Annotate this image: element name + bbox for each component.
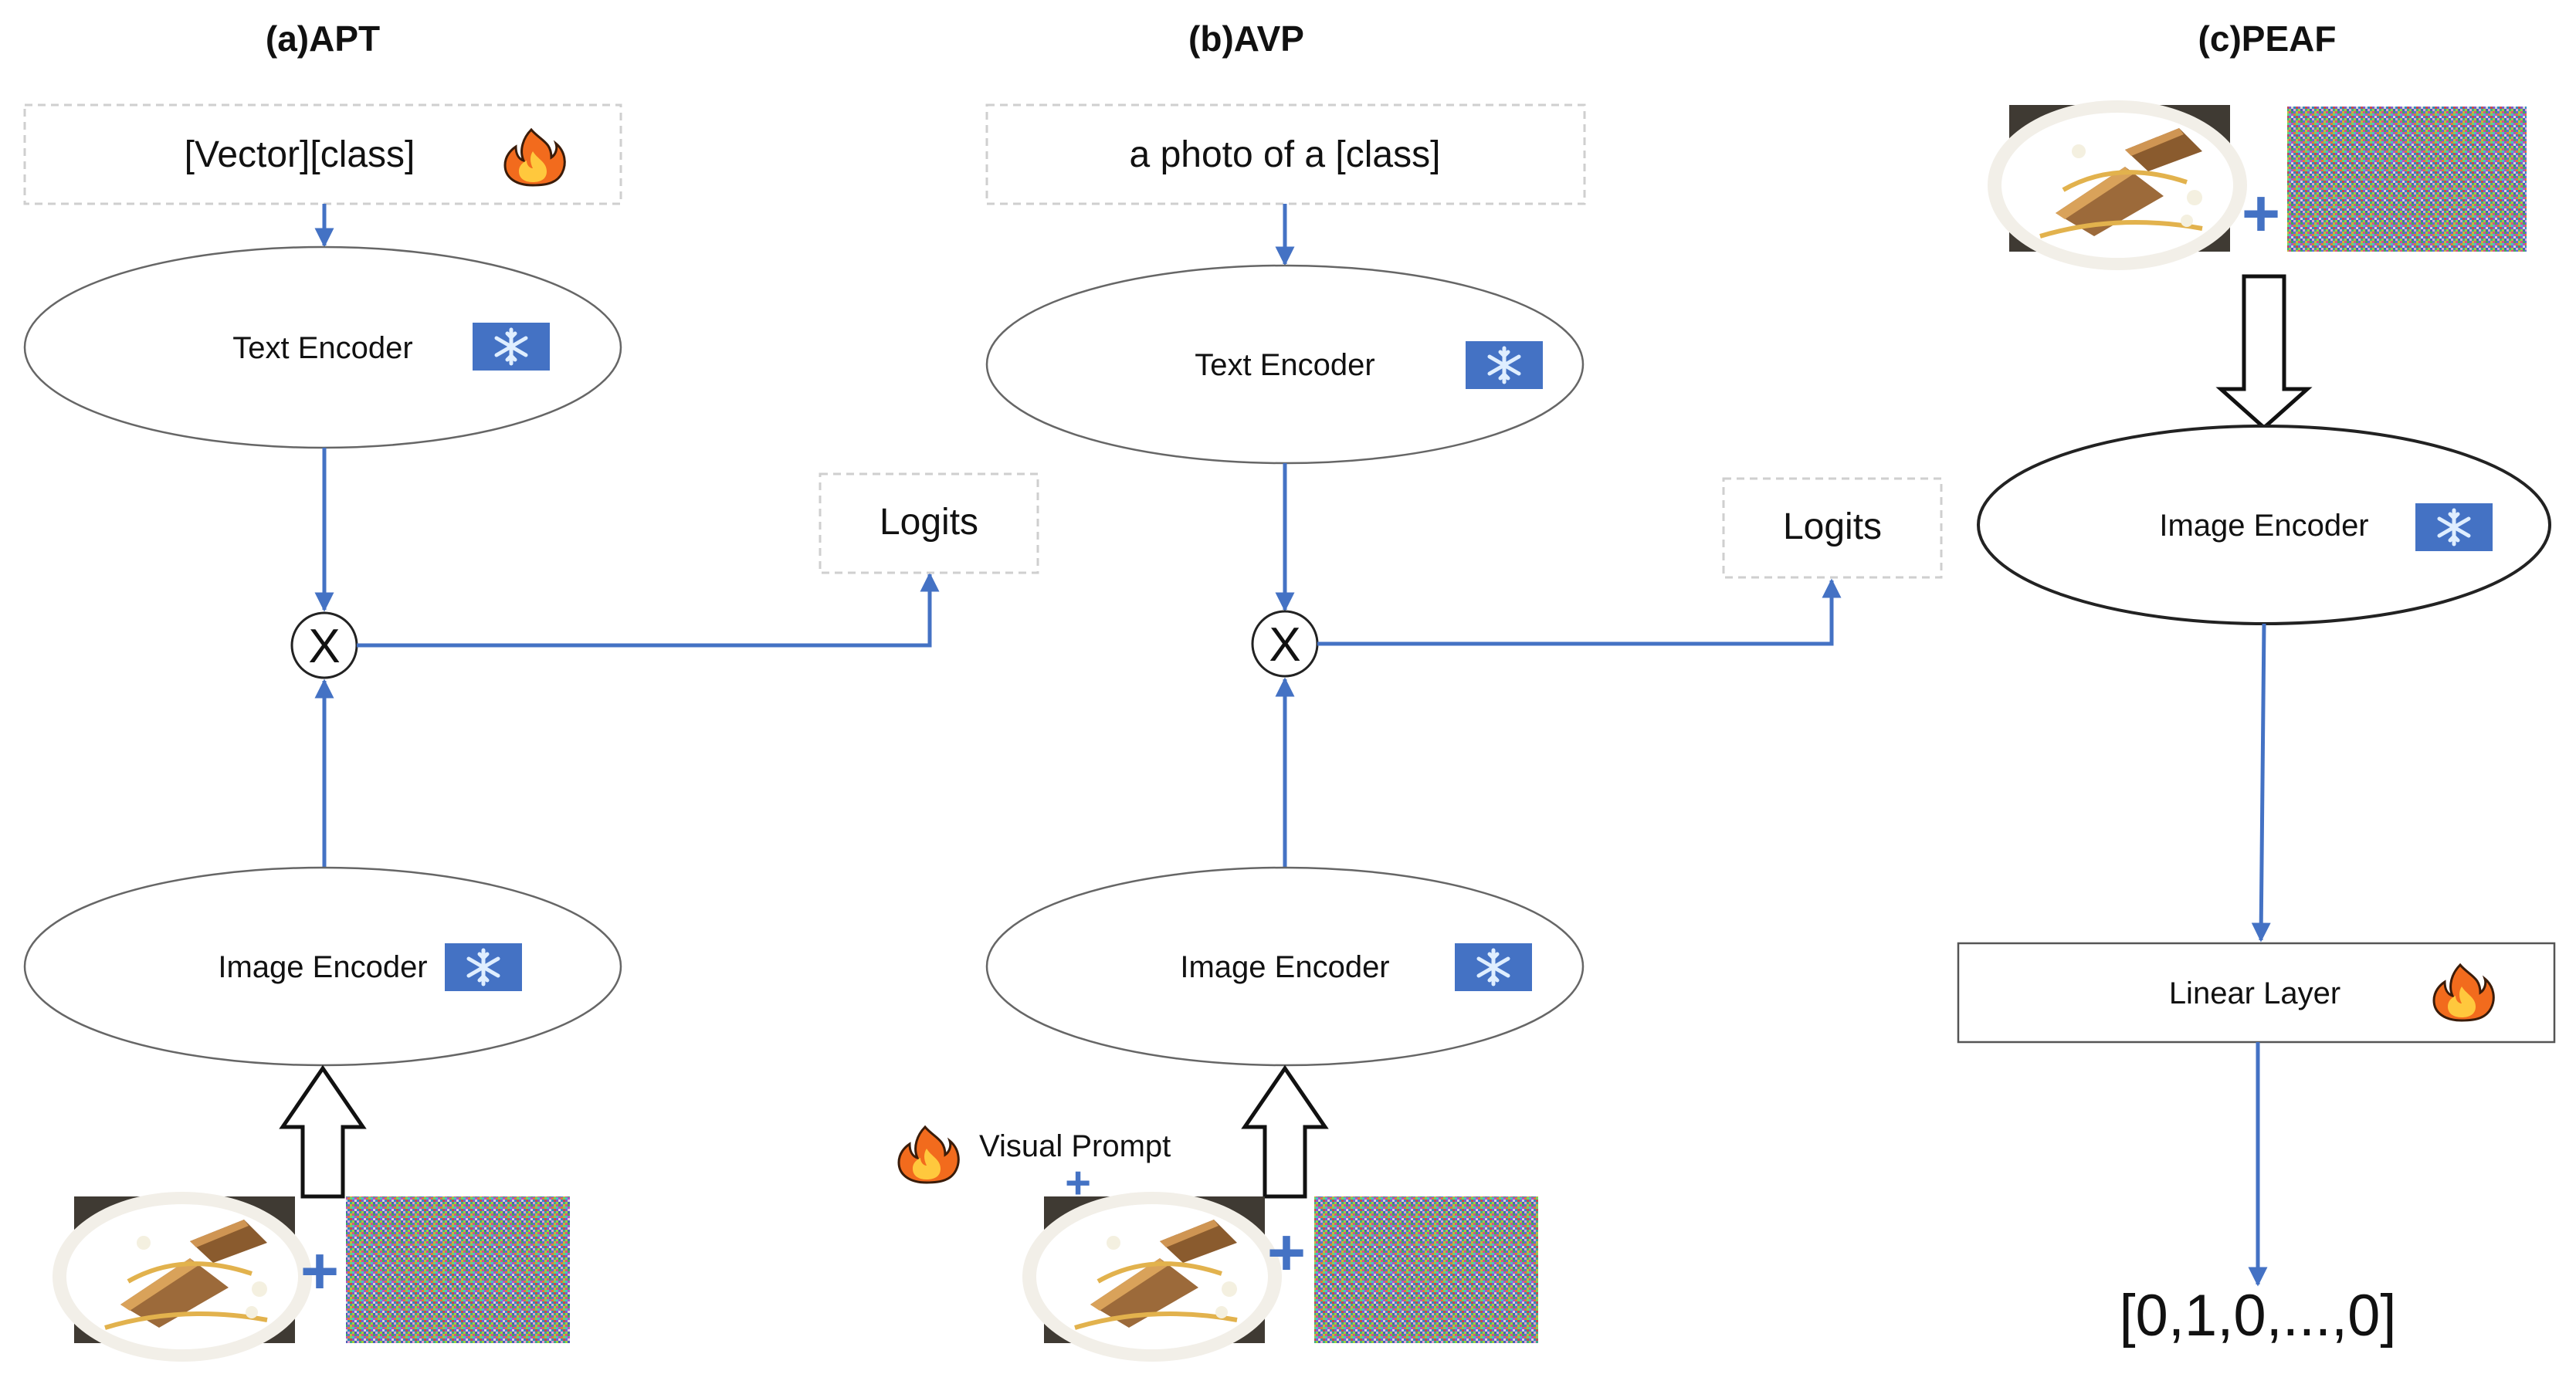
- avp-title: (b)AVP: [1188, 19, 1304, 59]
- peaf-title: (c)PEAF: [2198, 19, 2337, 59]
- peaf-input-to-image-encoder-arrow: [2215, 274, 2313, 431]
- peaf-linear-layer-label: Linear Layer: [2169, 976, 2340, 1010]
- avp-logits-box: [1722, 477, 1943, 579]
- peaf-noise-image: [2287, 107, 2527, 252]
- apt-plus-sign: +: [300, 1234, 339, 1308]
- peaf-plus-sign: +: [2242, 177, 2280, 251]
- avp-prompt-text: a photo of a [class]: [1130, 134, 1441, 175]
- avp-text-encoder-label: Text Encoder: [1195, 348, 1374, 382]
- apt-input-to-image-encoder-arrow: [279, 1064, 367, 1199]
- peaf-image-encoder-label: Image Encoder: [2159, 509, 2368, 543]
- apt-title: (a)APT: [266, 19, 380, 59]
- apt-text-encoder-label: Text Encoder: [232, 331, 412, 365]
- avp-multiply-to-logits-arrow: [1317, 578, 1842, 646]
- avp-input-to-image-encoder-arrow: [1241, 1064, 1329, 1199]
- apt-logits-box: [819, 472, 1039, 574]
- avp-noise-image: [1314, 1196, 1538, 1343]
- apt-multiply-symbol: X: [308, 620, 340, 673]
- fire-icon: [897, 1125, 960, 1184]
- apt-input-image: [53, 1192, 312, 1362]
- peaf-input-image: [1988, 100, 2247, 270]
- peaf-image-encoder-to-linear-arrow: [2251, 623, 2271, 943]
- apt-noise-image: [346, 1196, 570, 1343]
- apt-prompt-text: [Vector][class]: [185, 134, 415, 175]
- snowflake-icon: [445, 943, 522, 991]
- apt-logits-label: Logits: [880, 502, 978, 543]
- avp-plus-sign: +: [1267, 1216, 1306, 1290]
- avp-input-image: [1022, 1192, 1282, 1362]
- fire-icon: [503, 128, 566, 187]
- avp-image-encoder-label: Image Encoder: [1180, 950, 1389, 984]
- peaf-output-vector: [0,1,0,...,0]: [2119, 1283, 2396, 1349]
- snowflake-icon: [473, 323, 550, 371]
- snowflake-icon: [1455, 943, 1532, 991]
- snowflake-icon: [2415, 503, 2493, 551]
- apt-prompt-box: [23, 103, 622, 205]
- avp-logits-label: Logits: [1783, 506, 1882, 547]
- apt-image-encoder-label: Image Encoder: [218, 950, 427, 984]
- snowflake-icon: [1466, 341, 1543, 389]
- avp-multiply-symbol: X: [1269, 618, 1300, 672]
- avp-visual-prompt-label: Visual Prompt: [979, 1129, 1171, 1163]
- avp-prompt-box: [985, 103, 1586, 205]
- apt-multiply-to-logits-arrow: [357, 572, 940, 648]
